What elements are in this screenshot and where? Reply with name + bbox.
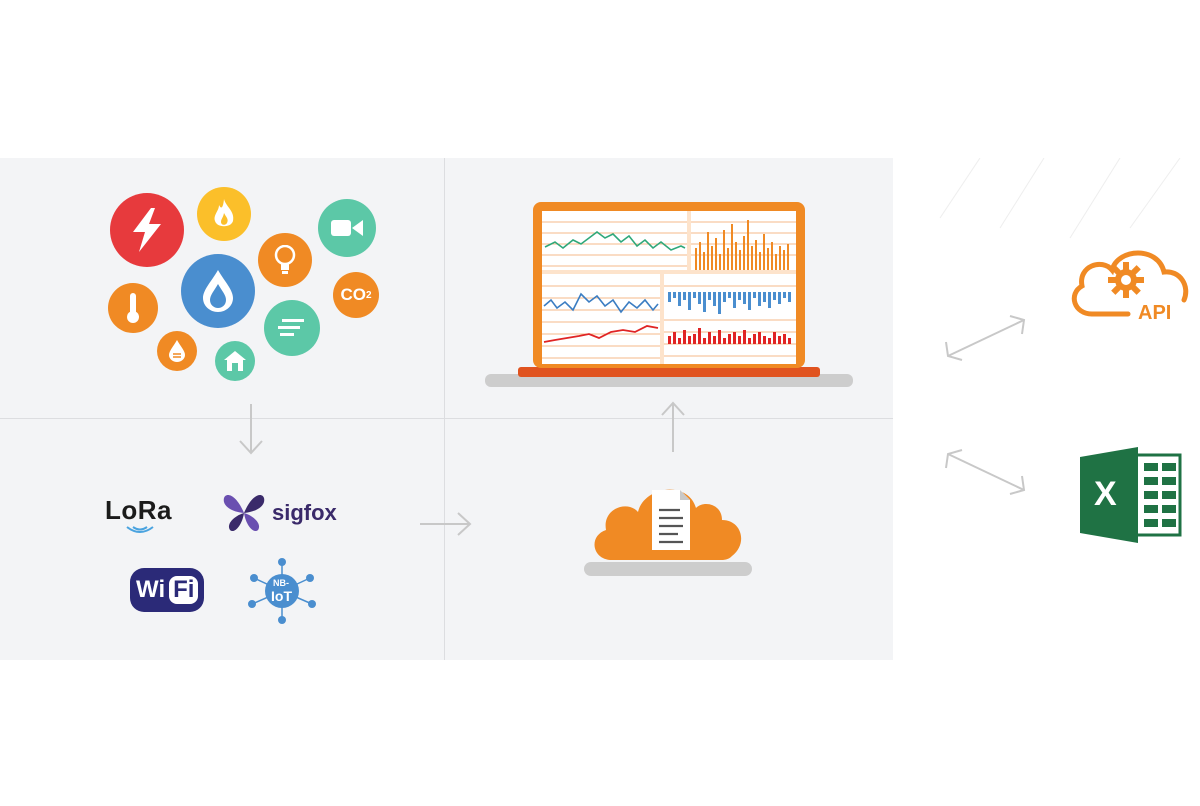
water-drop-sensor-icon xyxy=(181,254,255,328)
humidity-sensor-icon xyxy=(157,331,197,371)
energy-sensor-icon xyxy=(110,193,184,267)
sigfox-text: sigfox xyxy=(272,500,337,525)
api-text: API xyxy=(1138,302,1172,324)
column-divider xyxy=(444,158,445,660)
right-arrow-icon xyxy=(420,512,472,536)
nbiot-top-text: NB- xyxy=(273,578,289,588)
co2-label: CO xyxy=(340,285,366,304)
cloud-storage-icon xyxy=(584,489,752,576)
thermometer-sensor-icon xyxy=(108,283,158,333)
nbiot-logo: NB- IoT xyxy=(244,558,320,624)
wind-sensor-icon xyxy=(264,300,320,356)
api-cloud-icon xyxy=(1071,250,1189,317)
lora-waves-icon xyxy=(126,526,154,533)
light-bulb-sensor-icon xyxy=(258,233,312,287)
excel-double-arrow-icon xyxy=(945,449,1026,495)
nbiot-bottom-text: IoT xyxy=(271,588,292,604)
wifi-wi-text: Wi xyxy=(136,576,166,603)
wifi-fi-text: Fi xyxy=(169,576,199,604)
api-double-arrow-icon xyxy=(945,315,1026,361)
up-arrow-icon xyxy=(661,401,685,452)
fire-sensor-icon xyxy=(197,187,251,241)
camera-sensor-icon xyxy=(318,199,376,257)
laptop-dashboard-icon xyxy=(485,202,853,387)
wifi-logo: Wi Fi xyxy=(130,568,205,612)
lora-logo: LoRa xyxy=(105,495,187,539)
co2-subscript: 2 xyxy=(365,289,372,301)
smart-home-sensor-icon xyxy=(215,341,255,381)
excel-x-letter: X xyxy=(1094,475,1117,513)
down-arrow-icon xyxy=(239,404,263,455)
background-lines xyxy=(939,158,1181,239)
row-divider xyxy=(0,418,893,419)
lora-text: LoRa xyxy=(105,495,172,525)
nbiot-network-icon xyxy=(248,558,316,624)
sigfox-butterfly-icon xyxy=(223,494,265,532)
excel-sheet-icon xyxy=(1080,447,1182,543)
